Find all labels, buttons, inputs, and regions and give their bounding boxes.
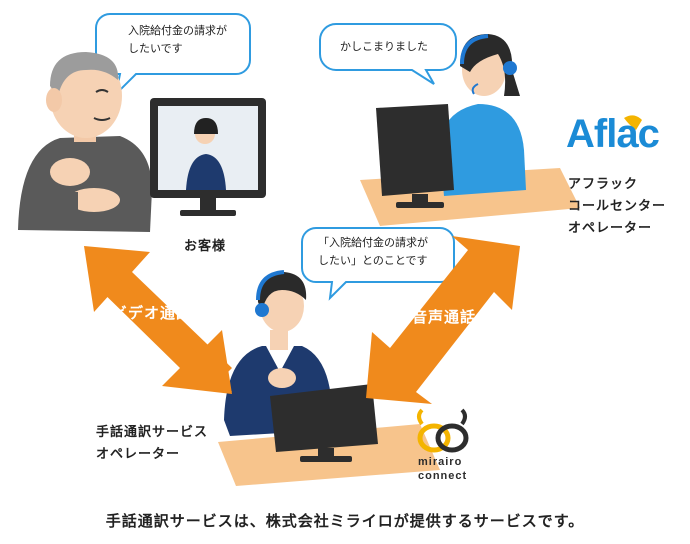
aflac-operator-figure (360, 34, 580, 226)
aflac-operator-speech-text: かしこまりました (340, 40, 428, 53)
mirairo-logo-text-line1: mirairo (418, 456, 463, 468)
aflac-operator-label: アフラック コールセンター オペレーター (568, 177, 667, 236)
video-call-label: ビデオ通話 (112, 304, 193, 322)
caption: 手話通訳サービスは、株式会社ミライロが提供するサービスです。 (105, 512, 585, 530)
interpreter-figure (218, 270, 440, 486)
customer-label: お客様 (184, 239, 227, 254)
interpreter-speech-text: 「入院給付金の請求が したい」とのことです (318, 236, 428, 267)
customer-monitor (150, 98, 266, 216)
voice-call-arrow (366, 236, 520, 404)
aflac-logo: Aflac (566, 112, 660, 156)
customer-figure (18, 52, 152, 232)
customer-speech-text: 入院給付金の請求が したいです (128, 24, 227, 55)
interpreter-label: 手話通訳サービス オペレーター (96, 425, 209, 462)
mirairo-logo-text-line2: connect (418, 470, 468, 482)
customer-speech-bubble (95, 13, 251, 98)
video-call-arrow (84, 246, 232, 394)
voice-call-label: 音声通話 (412, 308, 477, 326)
mirairo-logo-icon (417, 408, 469, 453)
aflac-duck-icon (624, 115, 642, 130)
aflac-operator-speech-bubble (319, 23, 457, 85)
